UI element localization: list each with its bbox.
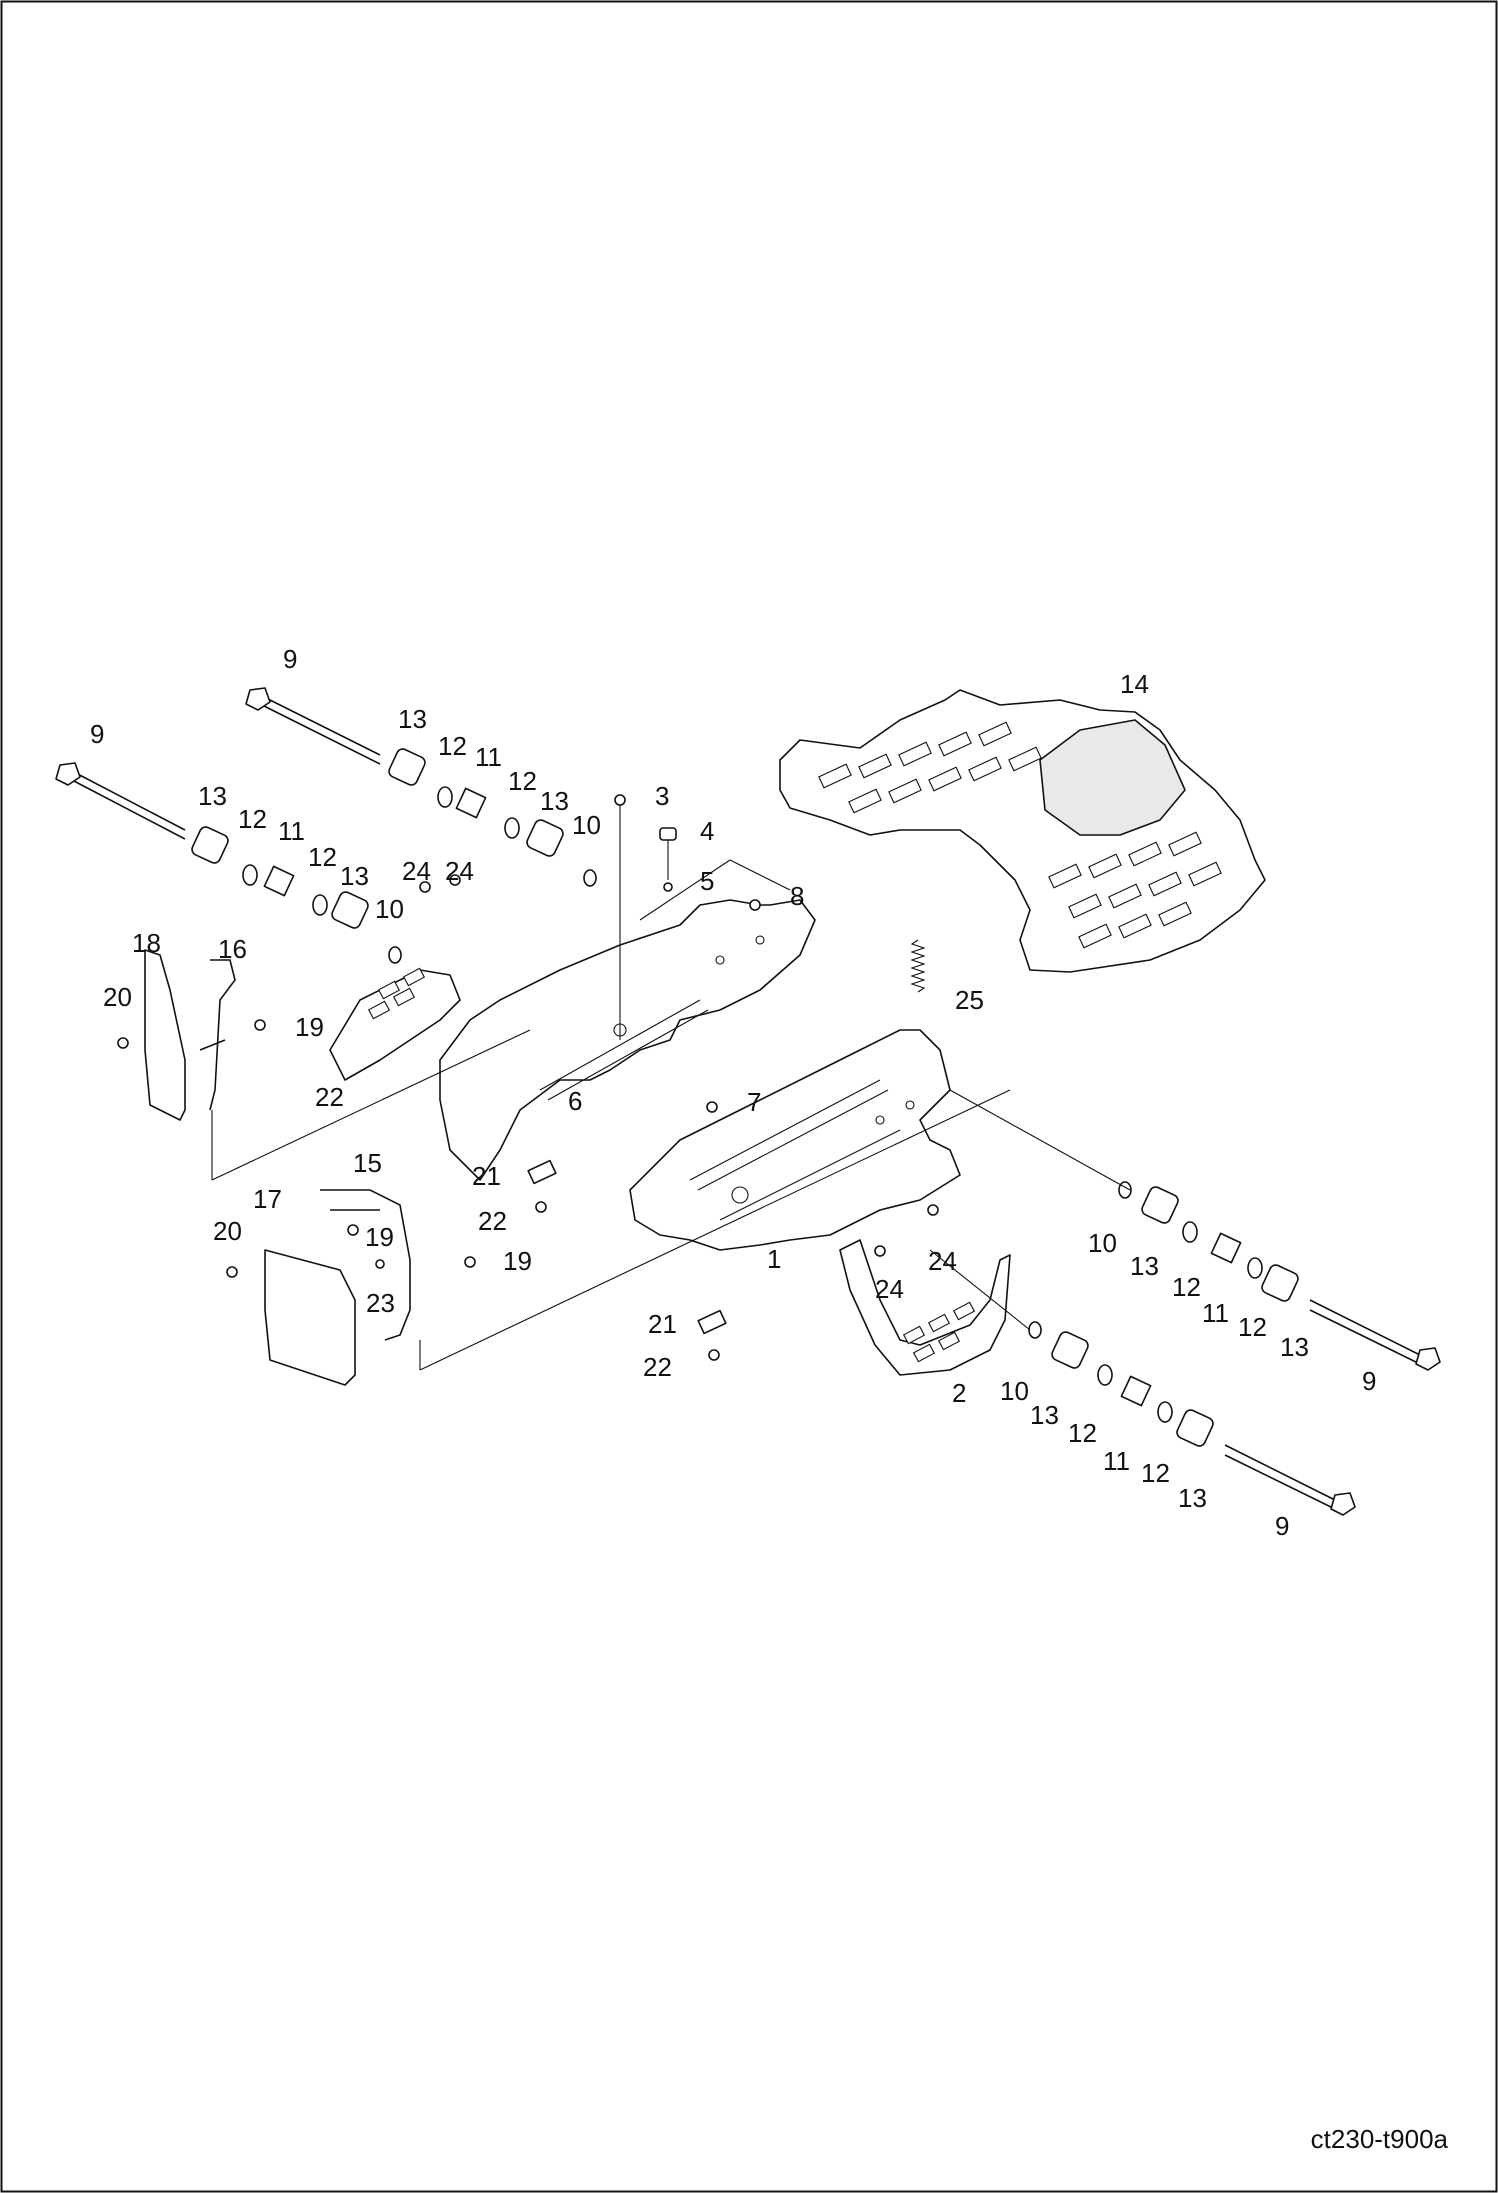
callout-18: 18 [132, 928, 161, 958]
callout-12-g: 12 [1068, 1418, 1097, 1448]
callout-9-c: 9 [1362, 1366, 1376, 1396]
callout-3: 3 [655, 781, 669, 811]
floor-plate-part-6 [439, 899, 816, 1181]
callout-12-h: 12 [1141, 1458, 1170, 1488]
callout-21-b: 21 [648, 1309, 677, 1339]
callout-25: 25 [955, 985, 984, 1015]
callout-8: 8 [790, 881, 804, 911]
spring-part-25 [910, 939, 926, 993]
callout-16: 16 [218, 934, 247, 964]
callout-13-a: 13 [398, 704, 427, 734]
callout-12-b: 12 [508, 766, 537, 796]
callout-12-f: 12 [1238, 1312, 1267, 1342]
leader-lines [211, 859, 1131, 1371]
callout-13-h: 13 [1178, 1483, 1207, 1513]
drawing-code: ct230-t900a [1310, 2124, 1448, 2154]
bolt-assembly-upper-left [245, 687, 597, 887]
callout-12-d: 12 [308, 842, 337, 872]
callout-24-c: 24 [928, 1246, 957, 1276]
bolt-assembly-upper-right [1118, 1181, 1441, 1371]
callout-1: 1 [767, 1244, 781, 1274]
callout-24-a: 24 [402, 856, 431, 886]
floor-mat-part-14 [779, 689, 1266, 973]
callout-labels: 9 9 13 12 11 12 13 10 3 4 5 8 14 25 13 1… [90, 644, 1376, 1541]
callout-13-c: 13 [198, 781, 227, 811]
bracket-part-16 [199, 959, 236, 1111]
callout-4: 4 [700, 816, 714, 846]
callout-13-b: 13 [540, 786, 569, 816]
guard-part-17 [264, 1249, 356, 1386]
callout-14: 14 [1120, 669, 1149, 699]
callout-2: 2 [952, 1378, 966, 1408]
callout-22-b: 22 [478, 1206, 507, 1236]
callout-13-d: 13 [340, 861, 369, 891]
callout-23: 23 [366, 1288, 395, 1318]
callout-12-a: 12 [438, 731, 467, 761]
callout-12-e: 12 [1172, 1272, 1201, 1302]
callout-10-c: 10 [1088, 1228, 1117, 1258]
floor-plate-part-1 [629, 1029, 961, 1251]
step-part-22 [329, 967, 461, 1081]
callout-11-b: 11 [278, 816, 305, 846]
callout-7: 7 [747, 1087, 761, 1117]
small-hardware [117, 794, 939, 1361]
callout-11-c: 11 [1202, 1298, 1229, 1328]
callout-10-d: 10 [1000, 1376, 1029, 1406]
callout-10-a: 10 [572, 810, 601, 840]
callout-9-b: 9 [90, 719, 104, 749]
callout-22-c: 22 [643, 1352, 672, 1382]
callout-13-g: 13 [1030, 1400, 1059, 1430]
bracket-part-15 [320, 1189, 411, 1341]
callout-20-b: 20 [213, 1216, 242, 1246]
callout-19-b: 19 [365, 1222, 394, 1252]
bolt-assembly-lower-right [1028, 1321, 1356, 1516]
callout-21-a: 21 [472, 1161, 501, 1191]
callout-20-a: 20 [103, 982, 132, 1012]
step-part-2 [839, 1239, 1011, 1376]
callout-13-e: 13 [1130, 1251, 1159, 1281]
floor-mat-treads [818, 721, 1222, 949]
callout-11-a: 11 [475, 742, 502, 772]
callout-9-d: 9 [1275, 1511, 1289, 1541]
callout-22-a: 22 [315, 1082, 344, 1112]
callout-12-c: 12 [238, 804, 267, 834]
callout-13-f: 13 [1280, 1332, 1309, 1362]
callout-15: 15 [353, 1148, 382, 1178]
callout-19-a: 19 [295, 1012, 324, 1042]
callout-17: 17 [253, 1184, 282, 1214]
callout-5: 5 [700, 866, 714, 896]
callout-10-b: 10 [375, 894, 404, 924]
callout-24-d: 24 [875, 1274, 904, 1304]
bolt-assembly-lower-left [55, 762, 402, 964]
callout-6: 6 [568, 1086, 582, 1116]
guard-part-18 [144, 949, 186, 1121]
callout-11-d: 11 [1103, 1446, 1130, 1476]
callout-24-b: 24 [445, 856, 474, 886]
callout-9-a: 9 [283, 644, 297, 674]
callout-19-c: 19 [503, 1246, 532, 1276]
